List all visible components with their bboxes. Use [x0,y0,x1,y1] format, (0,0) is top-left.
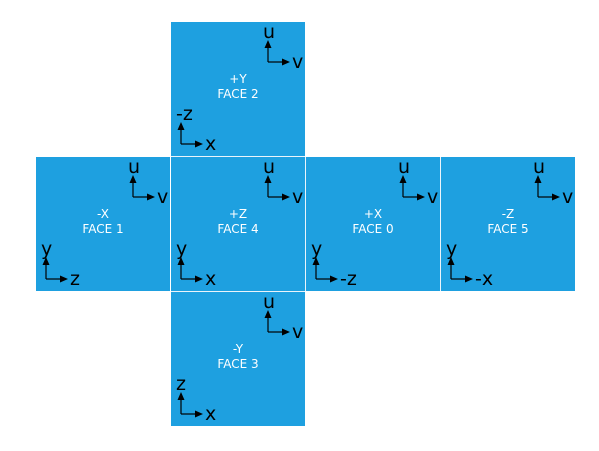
face-name: FACE 5 [487,222,529,236]
face-axes: uv y -z [311,156,438,290]
uv-horizontal-axis-label: v [292,321,303,343]
face-seam [440,157,441,291]
face-name: FACE 3 [217,357,259,371]
uv-vertical-axis-label: u [533,156,545,178]
xy-horizontal-axis-label: x [205,268,216,290]
xy-axes-icon: zx [176,373,216,425]
xy-axes-icon: -z x [176,103,216,155]
uv-horizontal-axis-label: v [292,186,303,208]
xy-horizontal-axis-label: -x [475,268,493,290]
face-direction: +X [363,207,383,221]
uv-horizontal-axis-label: v [427,186,438,208]
xy-axes-icon: y -z [311,238,357,290]
xy-vertical-axis-label: y [446,238,457,260]
uv-axes-icon: uv [533,156,573,208]
uv-horizontal-axis-label: v [562,186,573,208]
uv-vertical-axis-label: u [263,21,275,43]
uv-vertical-axis-label: u [128,156,140,178]
xy-vertical-axis-label: -z [176,103,193,125]
uv-horizontal-axis-label: v [292,51,303,73]
uv-vertical-axis-label: u [263,291,275,313]
xy-vertical-axis-label: z [176,373,186,395]
xy-horizontal-axis-label: -z [340,268,357,290]
face-seam [171,156,305,157]
xy-horizontal-axis-label: x [205,403,216,425]
face-name: FACE 4 [217,222,259,236]
xy-horizontal-axis-label: x [205,133,216,155]
uv-axes-icon: uv [128,156,168,208]
uv-axes-icon: uv [263,291,303,343]
face-axes: uv y -x [446,156,573,290]
face-seam [171,291,305,292]
xy-vertical-axis-label: y [176,238,187,260]
uv-axes-icon: uv [398,156,438,208]
xy-axes-icon: y -x [446,238,493,290]
uv-horizontal-axis-label: v [157,186,168,208]
face-direction: -X [97,207,109,221]
xy-axes-icon: yz [41,238,80,290]
xy-vertical-axis-label: y [41,238,52,260]
xy-axes-icon: yx [176,238,216,290]
uv-vertical-axis-label: u [398,156,410,178]
xy-vertical-axis-label: y [311,238,322,260]
face-direction: -Y [232,342,244,356]
uv-axes-icon: uv [263,21,303,73]
uv-vertical-axis-label: u [263,156,275,178]
face-name: FACE 2 [217,87,259,101]
face-seam [305,157,306,291]
face-direction: +Z [228,207,248,221]
face-direction: +Y [229,72,247,86]
face-axes: uv -z x [176,21,303,155]
face-name: FACE 1 [82,222,124,236]
face-direction: -Z [501,207,515,221]
uv-axes-icon: uv [263,156,303,208]
face-name: FACE 0 [352,222,394,236]
xy-horizontal-axis-label: z [70,268,80,290]
